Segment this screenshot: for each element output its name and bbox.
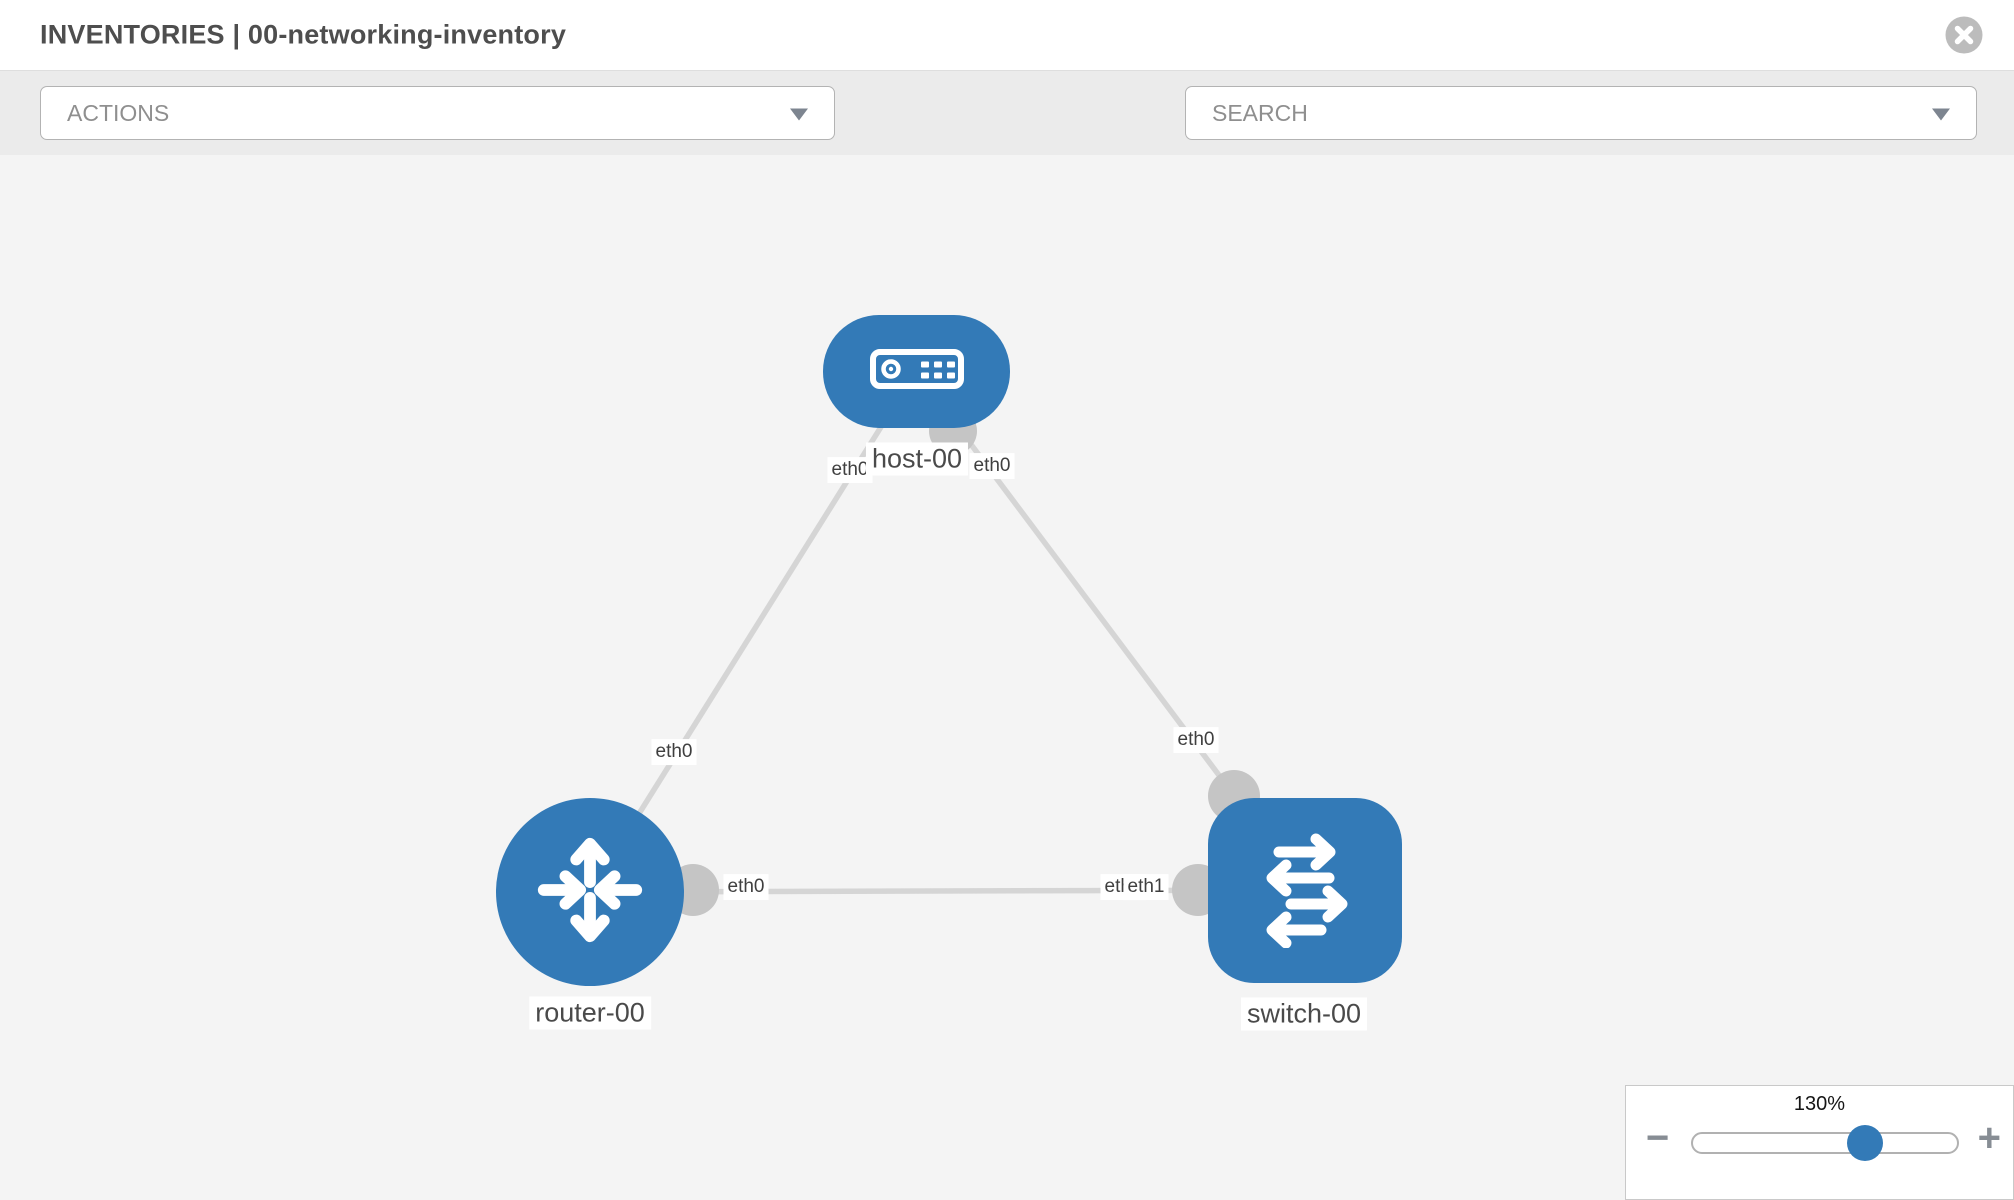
actions-dropdown-label: ACTIONS [67, 99, 170, 126]
topology-canvas[interactable]: eth0 eth0 eth0 eth0 eth0 eth1 eth1 host-… [0, 155, 2014, 1200]
switch-icon [1245, 828, 1365, 953]
node-label-router-00: router-00 [529, 996, 651, 1030]
zoom-level: 130% [1793, 1093, 1846, 1115]
node-label-host-00: host-00 [865, 442, 969, 476]
close-icon [1945, 16, 1983, 58]
switch-icon-node[interactable] [1208, 798, 1402, 983]
toolbar: ACTIONS SEARCH [0, 71, 2014, 204]
chevron-down-icon [1932, 108, 1950, 121]
search-dropdown-label: SEARCH [1212, 99, 1308, 126]
actions-dropdown[interactable]: ACTIONS [40, 86, 835, 140]
node-router-00[interactable] [496, 798, 684, 986]
zoom-slider-thumb[interactable] [1847, 1125, 1883, 1161]
node-host-00[interactable] [823, 315, 1010, 428]
page-title: INVENTORIES | 00-networking-inventory [40, 19, 567, 50]
iface-label-eth0: eth0 [969, 453, 1015, 479]
iface-label-eth0: eth0 [1173, 727, 1219, 753]
iface-label-eth0: eth0 [827, 457, 873, 483]
links-layer [587, 369, 1308, 916]
header: INVENTORIES | 00-networking-inventory [0, 0, 2014, 71]
zoom-panel: 130% − + [1625, 1085, 2014, 1200]
zoom-in-button[interactable]: + [1977, 1116, 2001, 1160]
iface-label-eth1: eth1 [1123, 874, 1169, 900]
router-icon [531, 831, 649, 954]
chevron-down-icon [790, 108, 808, 121]
zoom-slider[interactable] [1691, 1125, 1959, 1161]
iface-label-eth0: eth0 [723, 874, 769, 900]
iface-label-eth0: eth0 [651, 739, 697, 765]
server-icon [869, 348, 965, 395]
zoom-out-button[interactable]: − [1646, 1116, 1670, 1160]
search-dropdown[interactable]: SEARCH [1185, 86, 1977, 140]
close-button[interactable] [1945, 16, 1983, 54]
node-label-switch-00: switch-00 [1240, 997, 1368, 1031]
